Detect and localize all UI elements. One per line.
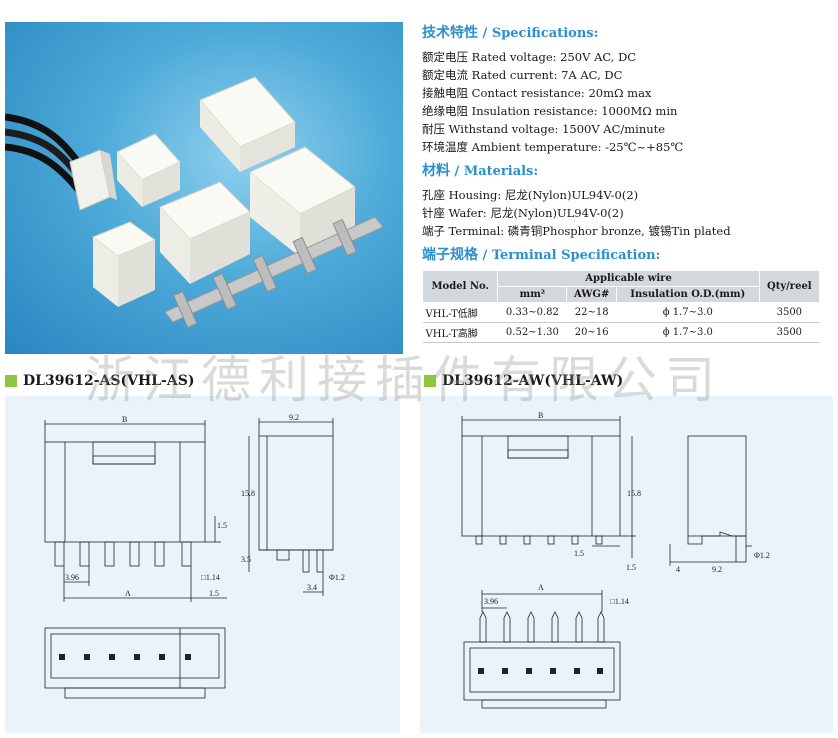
header-applicable-wire: Applicable wire: [497, 270, 760, 287]
material-value: 磷青铜Phosphor bronze, 镀锡Tin plated: [507, 224, 731, 238]
spec-label-en: Ambient temperature: [471, 140, 598, 154]
spec-label-zh: 额定电压: [422, 50, 468, 64]
dim-1-14: □1.14: [610, 597, 629, 606]
dim-3-96: 3.96: [65, 573, 79, 582]
dim-3-5: 3.5: [241, 555, 251, 564]
cell-qty: 3500: [759, 322, 820, 343]
material-value: 尼龙(Nylon)UL94V-0(2): [504, 188, 639, 202]
spec-label-zh: 绝缘电阻: [422, 104, 468, 118]
spec-line: 额定电流 Rated current: 7A AC, DC: [422, 68, 623, 82]
material-label-zh: 端子: [422, 224, 445, 238]
cell-model: VHL-T低脚: [422, 302, 498, 323]
drawing-aw-title: DL39612-AW(VHL-AW): [424, 373, 623, 389]
cell-mm2: 0.52~1.30: [497, 322, 567, 343]
spec-label-zh: 接触电阻: [422, 86, 468, 100]
cell-mm2: 0.33~0.82: [497, 302, 567, 323]
terminal-spec-heading: 端子规格 / Terminal Specification:: [422, 247, 661, 263]
dim-9-2: 9.2: [712, 565, 722, 574]
title-square-icon: [424, 375, 436, 387]
spec-line: 额定电压 Rated voltage: 250V AC, DC: [422, 50, 637, 64]
spec-value: 7A AC, DC: [561, 68, 623, 82]
spec-label-en: Contact resistance: [471, 86, 581, 100]
drawing-as-title: DL39612-AS(VHL-AS): [5, 373, 194, 389]
material-label-zh: 针座: [422, 206, 445, 220]
drawing-aw: B 15.8 1.5 1.5 Φ1.2 4 9.2 A 3.96 □1.14: [461, 411, 770, 709]
material-line: 端子 Terminal: 磷青铜Phosphor bronze, 镀锡Tin p…: [422, 224, 731, 238]
header-model: Model No.: [421, 270, 499, 303]
spec-value: 1000MΩ min: [601, 104, 678, 118]
spec-label-en: Withstand voltage: [448, 122, 555, 136]
spec-value: 250V AC, DC: [560, 50, 637, 64]
dim-3-4: 3.4: [307, 583, 317, 592]
terminal-spec-table: Model No. Applicable wire Qty/reel mm² A…: [421, 270, 821, 343]
drawing-as-panel: B A 3.96 □1.14 1.5 1.5 9.2 15.8 3.5 3.4 …: [5, 396, 400, 733]
materials-list: 孔座 Housing: 尼龙(Nylon)UL94V-0(2) 针座 Wafer:…: [422, 186, 832, 240]
dim-1-5-vertical: 1.5: [217, 521, 227, 530]
dim-1-14: □1.14: [201, 573, 220, 582]
cell-model: VHL-T高脚: [422, 322, 498, 343]
cell-qty: 3500: [759, 302, 820, 323]
header-od: Insulation O.D.(mm): [615, 286, 760, 303]
dim-3-96: 3.96: [484, 597, 498, 606]
materials-section: 材料 / Materials: 孔座 Housing: 尼龙(Nylon)UL9…: [422, 160, 832, 240]
cell-awg: 22~18: [566, 302, 617, 323]
dim-15-8: 15.8: [627, 489, 641, 498]
material-label-zh: 孔座: [422, 188, 445, 202]
dim-b: B: [122, 415, 127, 424]
spec-value: 1500V AC/minute: [562, 122, 666, 136]
dim-phi-1-2: Φ1.2: [329, 573, 345, 582]
cell-awg: 20~16: [566, 322, 617, 343]
spec-label-en: Insulation resistance: [471, 104, 594, 118]
spec-label-zh: 耐压: [422, 122, 445, 136]
material-label-en: Housing: [448, 188, 498, 202]
specs-column: 技术特性 / Specifications: 额定电压 Rated voltag…: [421, 22, 832, 347]
header-qty: Qty/reel: [758, 270, 821, 303]
spec-line: 耐压 Withstand voltage: 1500V AC/minute: [422, 122, 666, 136]
spec-label-en: Rated voltage: [471, 50, 553, 64]
cell-od: ϕ 1.7~3.0: [616, 302, 760, 323]
spec-label-zh: 环境温度: [422, 140, 468, 154]
material-label-en: Terminal: [448, 224, 501, 238]
dim-15-8: 15.8: [241, 489, 255, 498]
material-line: 针座 Wafer: 尼龙(Nylon)UL94V-0(2): [422, 206, 624, 220]
spec-value: -25℃~+85℃: [605, 140, 684, 154]
terminal-spec-section: 端子规格 / Terminal Specification: Model No.…: [421, 244, 832, 343]
spec-label-en: Rated current: [471, 68, 554, 82]
dim-a: A: [125, 589, 131, 598]
spec-line: 绝缘电阻 Insulation resistance: 1000MΩ min: [422, 104, 678, 118]
dim-1-5-vertical: 1.5: [626, 563, 636, 572]
material-label-en: Wafer: [448, 206, 483, 220]
drawing-aw-panel: B 15.8 1.5 1.5 Φ1.2 4 9.2 A 3.96 □1.14: [420, 396, 833, 733]
dim-a: A: [538, 583, 544, 592]
drawing-as: B A 3.96 □1.14 1.5 1.5 9.2 15.8 3.5 3.4 …: [44, 413, 345, 699]
spec-line: 环境温度 Ambient temperature: -25℃~+85℃: [422, 140, 684, 154]
spec-value: 20mΩ max: [588, 86, 652, 100]
material-line: 孔座 Housing: 尼龙(Nylon)UL94V-0(2): [422, 188, 639, 202]
connector-illustration: [5, 76, 384, 329]
dim-1-5-horizontal: 1.5: [574, 549, 584, 558]
material-value: 尼龙(Nylon)UL94V-0(2): [490, 206, 624, 220]
dim-phi-1-2: Φ1.2: [754, 551, 770, 560]
spec-line: 接触电阻 Contact resistance: 20mΩ max: [422, 86, 652, 100]
dim-1-5-bottom: 1.5: [209, 589, 219, 598]
header-mm2: mm²: [497, 286, 568, 303]
cell-od: ϕ 1.7~3.0: [616, 322, 760, 343]
specifications-heading: 技术特性 / Specifications:: [422, 25, 599, 41]
header-awg: AWG#: [566, 286, 617, 303]
spec-label-zh: 额定电流: [422, 68, 468, 82]
dim-9-2: 9.2: [289, 413, 299, 422]
specifications-list: 额定电压 Rated voltage: 250V AC, DC 额定电流 Rate…: [422, 48, 832, 156]
materials-heading: 材料 / Materials:: [422, 163, 539, 179]
product-photo: [5, 22, 403, 354]
dim-4: 4: [676, 565, 680, 574]
dim-b: B: [538, 411, 543, 420]
title-square-icon: [5, 375, 17, 387]
specifications-section: 技术特性 / Specifications: 额定电压 Rated voltag…: [422, 22, 832, 156]
